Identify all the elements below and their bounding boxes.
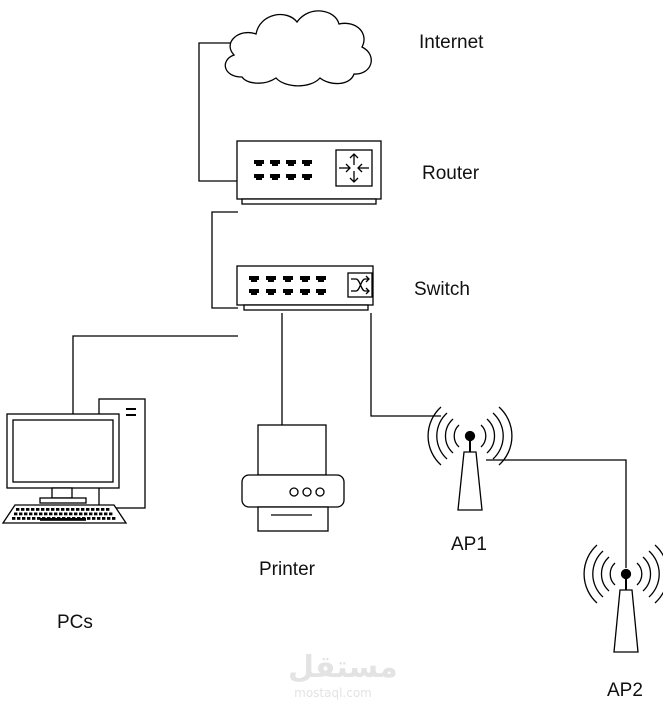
connections [72,42,627,568]
link-ap1-ap2 [486,459,627,568]
access-point-icon [427,406,513,511]
access-point-icon [583,544,663,653]
watermark-latin: mostaql.com [294,686,372,700]
printer-icon [241,424,345,532]
link-internet-router [198,42,238,182]
ap1-label: AP1 [451,534,487,555]
watermark-arabic: مستقل [288,650,398,685]
internet-label: Internet [419,32,484,53]
link-switch-ap1 [370,313,441,417]
printer-label: Printer [259,559,315,580]
switch-icon [236,265,374,311]
ap2-label: AP2 [607,680,643,701]
link-switch-pcs [72,335,238,414]
computer-icon [1,398,146,524]
router-icon [236,140,382,205]
router-label: Router [422,163,480,184]
cloud-icon [224,10,372,87]
pcs-label: PCs [57,612,93,633]
switch-label: Switch [414,279,470,300]
link-router-switch [211,211,238,309]
